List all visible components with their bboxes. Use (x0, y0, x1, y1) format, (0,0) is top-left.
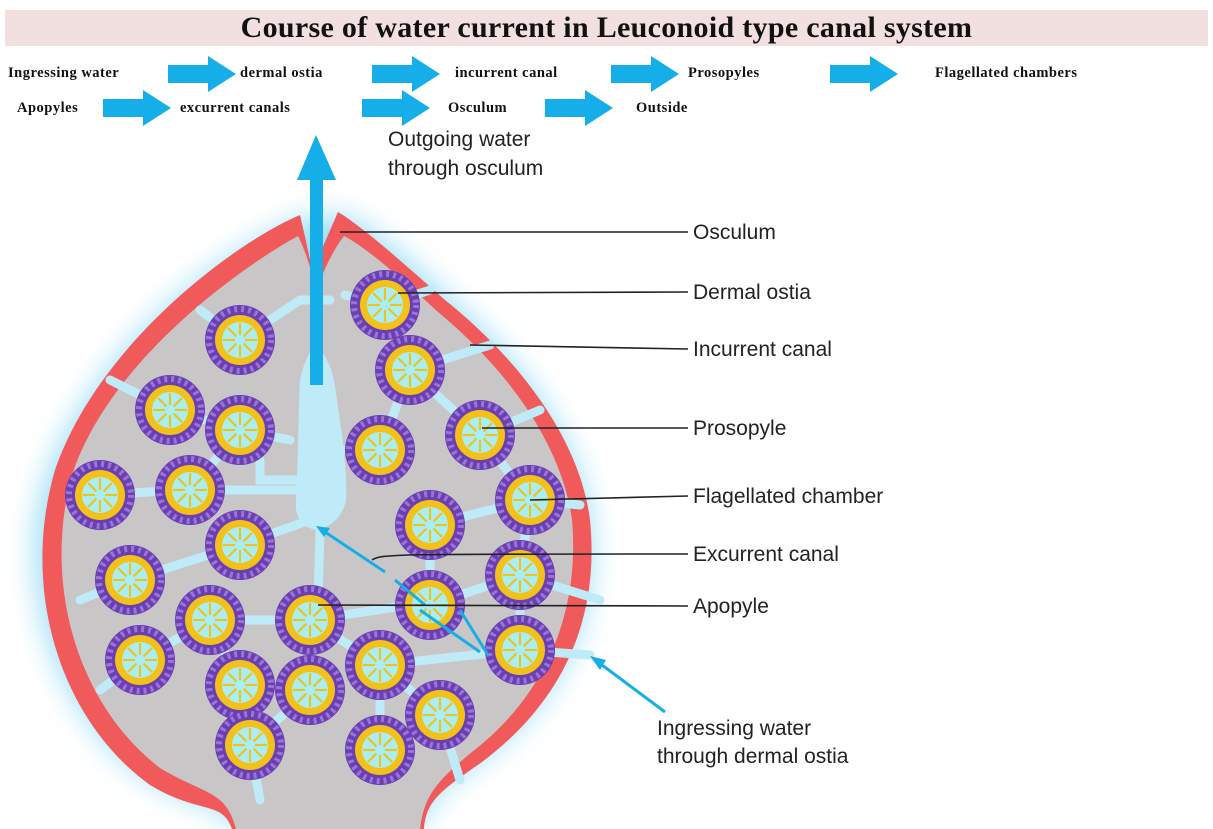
flagellated-chamber (205, 395, 275, 465)
flagellated-chamber (215, 710, 285, 780)
flagellated-chamber (175, 585, 245, 655)
flagellated-chamber (445, 400, 515, 470)
flagellated-chamber (155, 455, 225, 525)
flagellated-chamber (485, 615, 555, 685)
label-osculum: Osculum (693, 221, 776, 244)
flagellated-chamber (65, 460, 135, 530)
flagellated-chamber (275, 655, 345, 725)
label-prosopyle: Prosopyle (693, 417, 786, 440)
flagellated-chamber (375, 335, 445, 405)
flagellated-chamber (205, 510, 275, 580)
flagellated-chamber (105, 625, 175, 695)
flagellated-chamber (205, 305, 275, 375)
outgoing-water-label-line2: through osculum (388, 157, 543, 180)
flagellated-chamber (205, 650, 275, 720)
label-dermal-ostia: Dermal ostia (693, 281, 811, 304)
outgoing-water-label-line1: Outgoing water (388, 128, 530, 151)
flagellated-chamber (350, 270, 420, 340)
ingressing-water-label-line2: through dermal ostia (657, 745, 849, 768)
flagellated-chamber (275, 585, 345, 655)
flagellated-chamber (135, 375, 205, 445)
flagellated-chamber (95, 545, 165, 615)
flagellated-chamber (395, 490, 465, 560)
label-apopyle: Apopyle (693, 595, 769, 618)
flagellated-chamber (345, 630, 415, 700)
ingressing-water-label-line1: Ingressing water (657, 717, 811, 740)
flagellated-chamber (345, 715, 415, 785)
flagellated-chamber (405, 680, 475, 750)
flagellated-chamber (485, 540, 555, 610)
flagellated-chamber (345, 415, 415, 485)
label-incurrent-canal: Incurrent canal (693, 338, 832, 361)
label-excurrent-canal: Excurrent canal (693, 543, 839, 566)
label-flagellated-chamber: Flagellated chamber (693, 485, 883, 508)
